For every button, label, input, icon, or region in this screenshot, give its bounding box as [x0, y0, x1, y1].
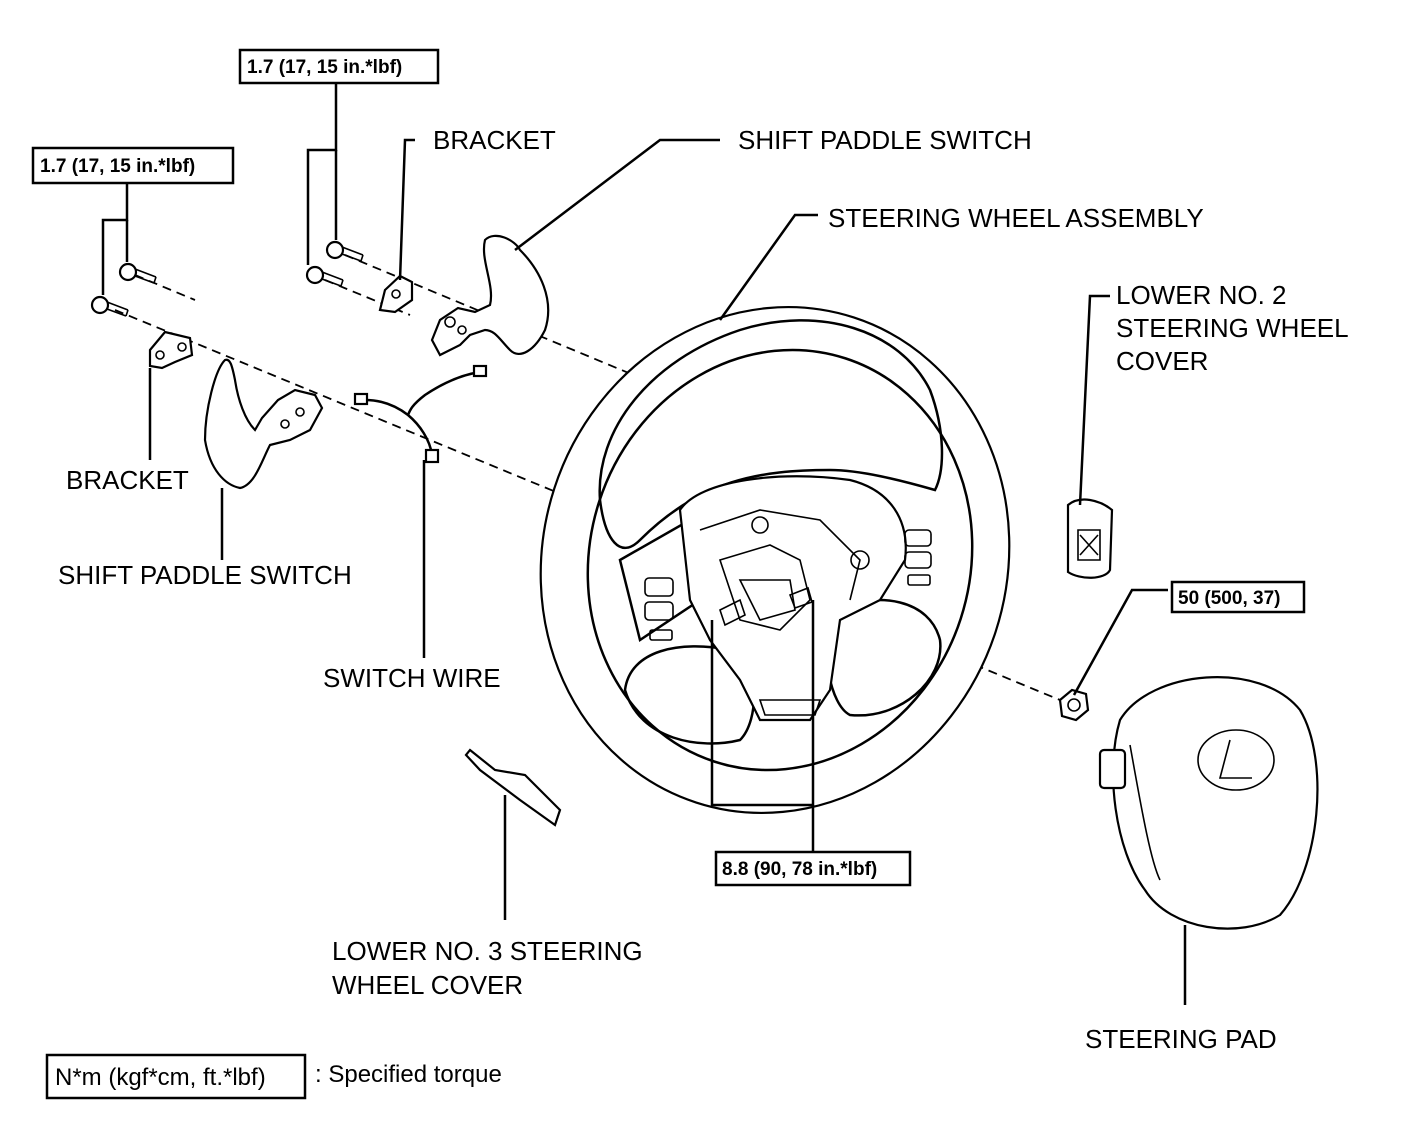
- torque-wheel-bolts-text: 8.8 (90, 78 in.*lbf): [722, 859, 877, 880]
- label-steering-pad: STEERING PAD: [1085, 1024, 1277, 1054]
- steering-pad: [1098, 676, 1319, 930]
- label-shift-paddle-switch-left: SHIFT PADDLE SWITCH: [58, 560, 352, 590]
- legend-description: : Specified torque: [315, 1061, 502, 1088]
- bracket-top: [378, 274, 414, 314]
- screw-icon: [90, 295, 129, 317]
- torque-legend: N*m (kgf*cm, ft.*lbf) : Specified torque: [45, 1053, 502, 1100]
- nut-icon: [1058, 688, 1090, 722]
- screw-icon: [325, 240, 364, 262]
- lexus-emblem-icon: [1218, 739, 1252, 779]
- torque-nut-text: 50 (500, 37): [1178, 588, 1280, 609]
- shift-paddle-switch-top: [430, 234, 550, 357]
- torque-top-screws-text: 1.7 (17, 15 in.*lbf): [247, 57, 402, 78]
- label-lower-no2-line3: COVER: [1116, 346, 1208, 376]
- lower-no3-steering-wheel-cover: [464, 748, 562, 827]
- label-steering-wheel-assembly: STEERING WHEEL ASSEMBLY: [828, 203, 1204, 233]
- bracket-left: [148, 330, 194, 370]
- torque-box-wheel-bolts: 8.8 (90, 78 in.*lbf): [714, 850, 912, 887]
- steering-wheel-assembly: [539, 306, 1011, 814]
- switch-wire: [353, 364, 488, 464]
- label-shift-paddle-switch-top: SHIFT PADDLE SWITCH: [738, 125, 1032, 155]
- screw-icon: [305, 265, 344, 287]
- label-lower-no3-line2: WHEEL COVER: [332, 970, 523, 1000]
- shift-paddle-switch-left: [203, 358, 324, 490]
- label-switch-wire: SWITCH WIRE: [323, 663, 501, 693]
- torque-box-left-screws: 1.7 (17, 15 in.*lbf): [31, 146, 235, 185]
- legend-unit: N*m (kgf*cm, ft.*lbf): [55, 1064, 266, 1091]
- label-bracket-top: BRACKET: [433, 125, 556, 155]
- torque-box-nut: 50 (500, 37): [1170, 580, 1306, 614]
- label-bracket-left: BRACKET: [66, 465, 189, 495]
- torque-left-screws-text: 1.7 (17, 15 in.*lbf): [40, 156, 195, 177]
- screw-icon: [118, 262, 157, 284]
- leader-lines: [101, 82, 1187, 1005]
- lower-no2-steering-wheel-cover: [1066, 498, 1114, 579]
- label-lower-no2-line1: LOWER NO. 2: [1116, 280, 1286, 310]
- torque-box-top-screws: 1.7 (17, 15 in.*lbf): [238, 48, 440, 85]
- label-lower-no3-line1: LOWER NO. 3 STEERING: [332, 936, 643, 966]
- label-lower-no2-line2: STEERING WHEEL: [1116, 313, 1349, 343]
